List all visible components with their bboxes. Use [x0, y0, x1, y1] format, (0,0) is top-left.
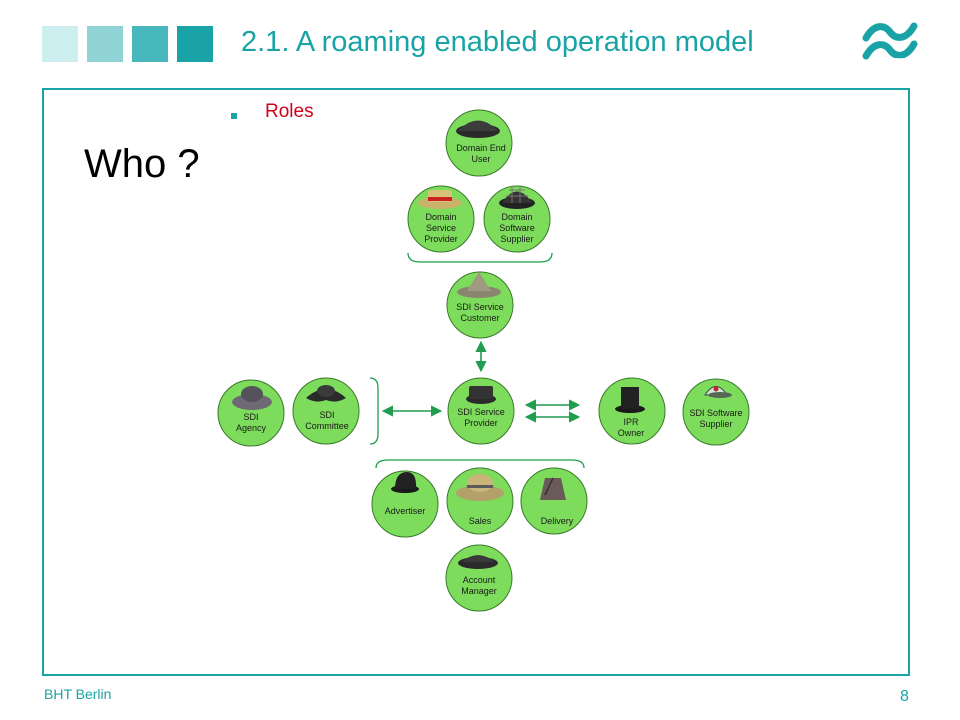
label-line: Manager — [461, 586, 497, 596]
node-label: Sales — [469, 516, 492, 526]
label-line: SDI Software — [689, 408, 742, 418]
bowler-hat-icon — [391, 472, 419, 493]
label-line: SDI Service — [456, 302, 504, 312]
label-line: Domain End — [456, 143, 506, 153]
bullet-marker — [231, 113, 237, 119]
checkered-cap-icon — [499, 186, 535, 209]
who-heading: Who ? — [84, 142, 200, 186]
footer-institution: BHT Berlin — [44, 686, 112, 702]
label-line: Domain — [501, 212, 532, 222]
label-line: Sales — [469, 516, 492, 526]
tricorn-hat-icon — [306, 385, 346, 402]
label-line: Advertiser — [385, 506, 426, 516]
header-square-2 — [87, 26, 123, 62]
node-label: Delivery — [541, 516, 574, 526]
node-delivery: Delivery — [520, 467, 588, 535]
page-number: 8 — [900, 688, 909, 705]
node-sales: Sales — [446, 467, 514, 535]
header-square-3 — [132, 26, 168, 62]
label-line: IPR — [623, 417, 639, 427]
label-line: Supplier — [500, 234, 533, 244]
header-square-1 — [42, 26, 78, 62]
label-line: Provider — [424, 234, 458, 244]
label-line: Delivery — [541, 516, 574, 526]
brace-bottom — [375, 459, 585, 469]
boater-hat-icon — [418, 190, 462, 209]
content-frame — [42, 88, 910, 676]
label-line: Provider — [464, 418, 498, 428]
label-line: Owner — [618, 428, 645, 438]
floppy-hat-icon — [232, 386, 272, 410]
label-line: Agency — [236, 423, 267, 433]
straw-hat-icon — [456, 474, 504, 501]
brace-left — [369, 377, 379, 445]
fez-hat-icon — [540, 477, 566, 500]
brace-top — [407, 252, 553, 263]
label-line: SDI Service — [457, 407, 505, 417]
label-line: Committee — [305, 421, 349, 431]
page-title: 2.1. A roaming enabled operation model — [241, 26, 754, 58]
header-square-4 — [177, 26, 213, 62]
label-line: Account — [463, 575, 496, 585]
pillbox-hat-icon — [466, 386, 496, 404]
label-line: Service — [426, 223, 456, 233]
label-line: User — [471, 154, 490, 164]
top-hat-icon — [615, 387, 645, 413]
label-line: Software — [499, 223, 535, 233]
node-label: Advertiser — [385, 506, 426, 516]
ranger-hat-icon — [457, 272, 501, 298]
label-line: Supplier — [699, 419, 732, 429]
flat-cap-icon — [456, 120, 500, 138]
label-line: SDI — [243, 412, 258, 422]
peaked-cap-icon — [458, 555, 498, 569]
roles-heading: Roles — [265, 101, 314, 122]
label-line: Customer — [460, 313, 499, 323]
node-advertiser: Advertiser — [371, 470, 439, 538]
label-line: Domain — [425, 212, 456, 222]
wave-logo-icon — [860, 18, 920, 75]
baseball-cap-icon — [704, 386, 732, 398]
label-line: SDI — [319, 410, 334, 420]
